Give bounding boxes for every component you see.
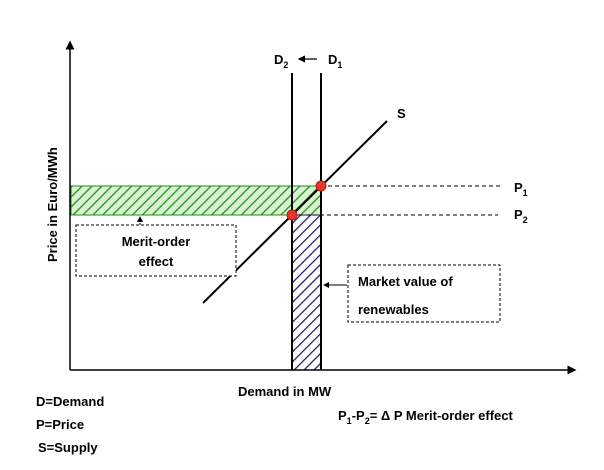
equilibrium-point-1 — [315, 180, 327, 192]
market-value-box — [347, 264, 501, 323]
merit-order-text-2: effect — [139, 254, 174, 269]
market-value-area — [291, 214, 322, 371]
legend-supply: S=Supply — [38, 440, 98, 455]
market-value-text-2: renewables — [358, 302, 429, 317]
formula: P1-P2= Δ P Merit-order effect — [338, 408, 513, 426]
y-axis-label: Price in Euro/MWh — [45, 147, 60, 262]
d2-label: D2 — [274, 52, 288, 70]
merit-order-box — [75, 224, 237, 277]
equilibrium-point-2 — [286, 209, 298, 221]
legend-demand: D=Demand — [36, 394, 104, 409]
x-axis-label: Demand in MW — [238, 384, 332, 399]
market-value-text-1: Market value of — [358, 274, 453, 289]
merit-order-area — [70, 185, 322, 216]
s-label: S — [397, 106, 406, 121]
p1-label: P1 — [514, 180, 528, 198]
merit-order-text-1: Merit-order — [122, 234, 191, 249]
legend-price: P=Price — [36, 417, 84, 432]
p2-label: P2 — [514, 207, 528, 225]
d1-label: D1 — [328, 52, 342, 70]
